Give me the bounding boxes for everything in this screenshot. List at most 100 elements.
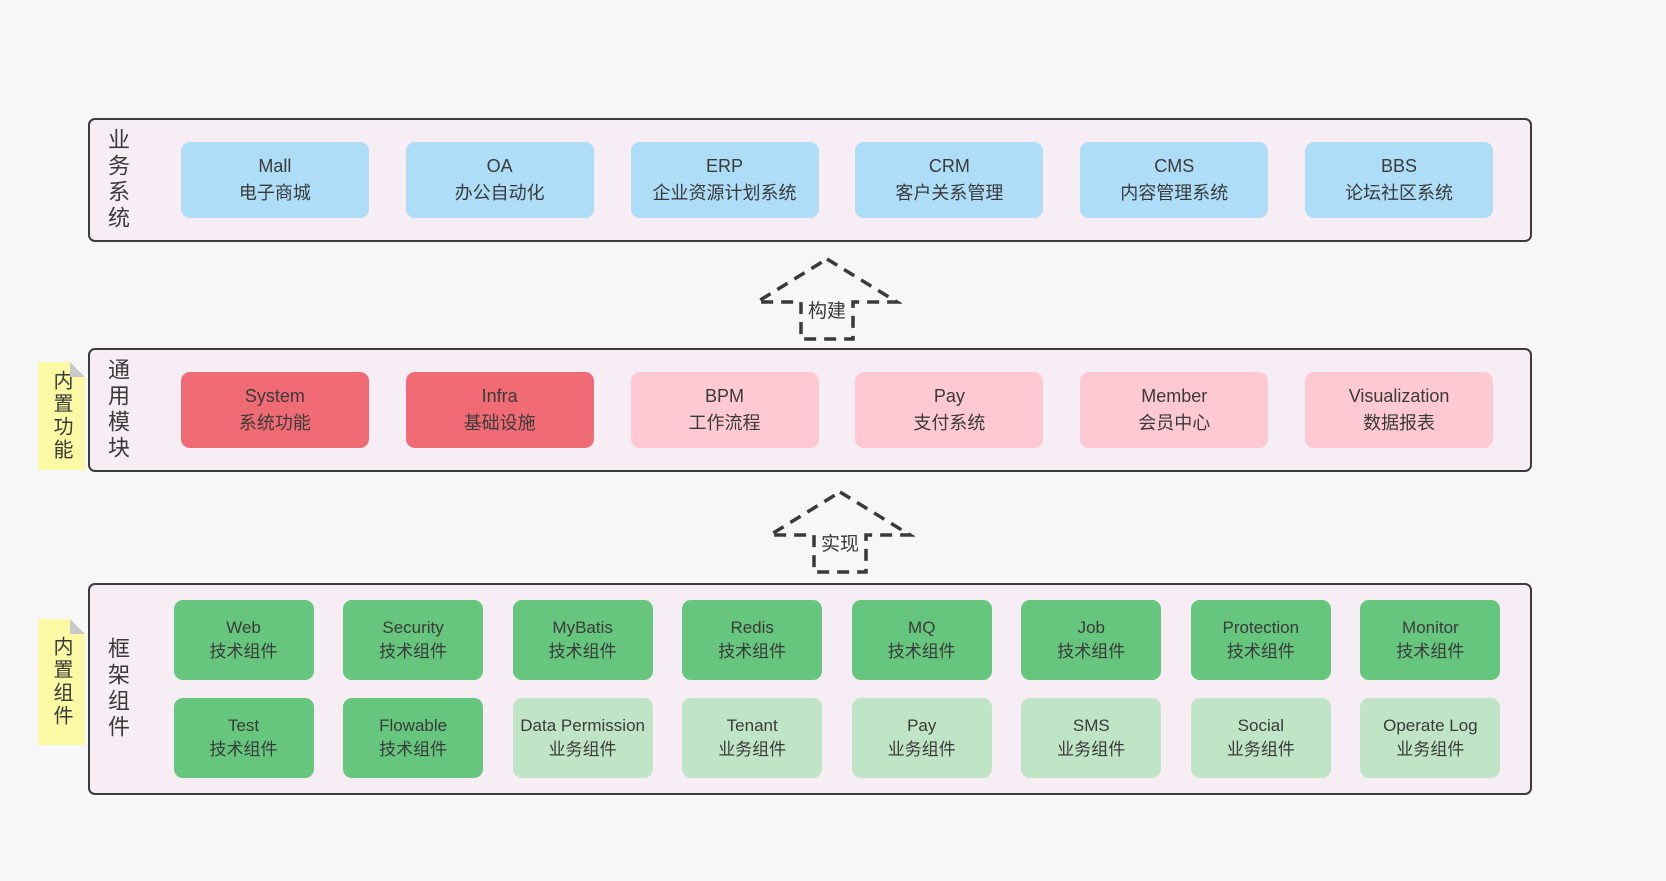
box-cms: CMS 内容管理系统 (1080, 142, 1269, 218)
dashed-up-arrow-icon (765, 489, 915, 574)
band-label-text: 业务系统 (105, 128, 130, 232)
band-row: Web 技术组件 Security 技术组件 MyBatis 技术组件 Redi… (144, 600, 1530, 680)
arrow-build: 构建 (752, 255, 902, 343)
box-subtitle: 技术组件 (379, 740, 448, 759)
dashed-up-arrow-icon (752, 256, 902, 341)
box-title: Flowable (379, 716, 448, 736)
sticky-note-text: 内置组件 (50, 636, 72, 728)
arrow-implement: 实现 (765, 488, 915, 576)
box-subtitle: 技术组件 (209, 740, 278, 759)
box-subtitle: 技术组件 (1057, 642, 1126, 661)
box-title: BPM (705, 386, 745, 406)
box-subtitle: 技术组件 (1396, 642, 1465, 661)
box-title: Pay (907, 716, 937, 736)
box-subtitle: 业务组件 (1226, 740, 1295, 759)
box-pay-business: Pay 业务组件 (851, 698, 992, 778)
box-web: Web 技术组件 (173, 600, 314, 680)
band-rows: System 系统功能 Infra 基础设施 BPM 工作流程 Pay 支付系统… (144, 350, 1530, 470)
box-operate-log: Operate Log 业务组件 (1360, 698, 1501, 778)
band-rows: Web 技术组件 Security 技术组件 MyBatis 技术组件 Redi… (144, 585, 1530, 793)
box-subtitle: 业务组件 (1057, 740, 1126, 759)
band-label-common-modules: 通用模块 (90, 350, 144, 470)
box-monitor: Monitor 技术组件 (1360, 600, 1501, 680)
band-label-text: 通用模块 (105, 358, 130, 462)
box-subtitle: 会员中心 (1138, 413, 1211, 433)
box-subtitle: 技术组件 (209, 642, 278, 661)
box-subtitle: 电子商城 (238, 183, 311, 203)
box-subtitle: 支付系统 (913, 413, 986, 433)
box-flowable: Flowable 技术组件 (343, 698, 484, 778)
sticky-note-built-in-components: 内置组件 (38, 619, 85, 745)
band-label-framework-components: 框架组件 (90, 585, 144, 793)
box-title: CRM (928, 156, 970, 176)
box-subtitle: 技术组件 (887, 642, 956, 661)
band-row: Mall 电子商城 OA 办公自动化 ERP 企业资源计划系统 CRM 客户关系… (144, 142, 1530, 218)
box-title: Job (1077, 618, 1105, 638)
box-mybatis: MyBatis 技术组件 (512, 600, 653, 680)
box-title: Operate Log (1383, 716, 1478, 736)
box-title: Test (227, 716, 260, 736)
box-title: Mall (258, 156, 292, 176)
sticky-note-built-in-features: 内置功能 (38, 362, 85, 470)
box-subtitle: 客户关系管理 (895, 183, 1004, 203)
box-subtitle: 企业资源计划系统 (652, 183, 797, 203)
box-subtitle: 技术组件 (379, 642, 448, 661)
box-protection: Protection 技术组件 (1190, 600, 1331, 680)
box-oa: OA 办公自动化 (405, 142, 594, 218)
box-subtitle: 业务组件 (548, 740, 617, 759)
box-visualization: Visualization 数据报表 (1305, 372, 1494, 448)
box-title: OA (486, 156, 513, 176)
box-mq: MQ 技术组件 (851, 600, 992, 680)
box-subtitle: 业务组件 (887, 740, 956, 759)
box-title: Infra (481, 386, 518, 406)
box-title: Data Permission (520, 716, 645, 736)
box-test: Test 技术组件 (173, 698, 314, 778)
box-title: Visualization (1348, 386, 1450, 406)
box-sms: SMS 业务组件 (1021, 698, 1162, 778)
box-system: System 系统功能 (180, 372, 369, 448)
band-rows: Mall 电子商城 OA 办公自动化 ERP 企业资源计划系统 CRM 客户关系… (144, 120, 1530, 240)
arrow-label: 构建 (804, 296, 850, 323)
sticky-note-text: 内置功能 (50, 370, 72, 462)
band-business-systems: 业务系统 Mall 电子商城 OA 办公自动化 ERP 企业资源计划系统 CRM (88, 118, 1532, 242)
box-redis: Redis 技术组件 (682, 600, 823, 680)
box-title: BBS (1381, 156, 1418, 176)
box-title: Pay (933, 386, 965, 406)
box-title: MyBatis (552, 618, 613, 638)
band-row: System 系统功能 Infra 基础设施 BPM 工作流程 Pay 支付系统… (144, 372, 1530, 448)
box-subtitle: 论坛社区系统 (1345, 183, 1454, 203)
band-label-text: 框架组件 (105, 637, 130, 741)
box-subtitle: 内容管理系统 (1120, 183, 1229, 203)
box-bbs: BBS 论坛社区系统 (1305, 142, 1494, 218)
box-pay: Pay 支付系统 (855, 372, 1044, 448)
box-subtitle: 系统功能 (238, 413, 311, 433)
box-subtitle: 数据报表 (1363, 413, 1436, 433)
box-title: Monitor (1402, 618, 1459, 638)
box-title: Redis (730, 618, 774, 638)
box-subtitle: 工作流程 (688, 413, 761, 433)
band-label-business-systems: 业务系统 (90, 120, 144, 240)
box-social: Social 业务组件 (1190, 698, 1331, 778)
box-title: CMS (1154, 156, 1195, 176)
box-title: Security (382, 618, 444, 638)
box-tenant: Tenant 业务组件 (682, 698, 823, 778)
box-title: ERP (706, 156, 744, 176)
box-mall: Mall 电子商城 (180, 142, 369, 218)
box-subtitle: 业务组件 (718, 740, 787, 759)
box-subtitle: 技术组件 (718, 642, 787, 661)
band-row: Test 技术组件 Flowable 技术组件 Data Permission … (144, 698, 1530, 778)
box-erp: ERP 企业资源计划系统 (630, 142, 819, 218)
box-member: Member 会员中心 (1080, 372, 1269, 448)
box-title: Protection (1222, 618, 1300, 638)
box-data-permission: Data Permission 业务组件 (512, 698, 653, 778)
box-bpm: BPM 工作流程 (630, 372, 819, 448)
box-job: Job 技术组件 (1021, 600, 1162, 680)
box-title: System (244, 386, 305, 406)
band-common-modules: 通用模块 System 系统功能 Infra 基础设施 BPM 工作流程 Pay (88, 348, 1532, 472)
box-subtitle: 技术组件 (1226, 642, 1295, 661)
box-security: Security 技术组件 (343, 600, 484, 680)
box-title: Member (1141, 386, 1208, 406)
box-title: MQ (908, 618, 936, 638)
box-infra: Infra 基础设施 (405, 372, 594, 448)
